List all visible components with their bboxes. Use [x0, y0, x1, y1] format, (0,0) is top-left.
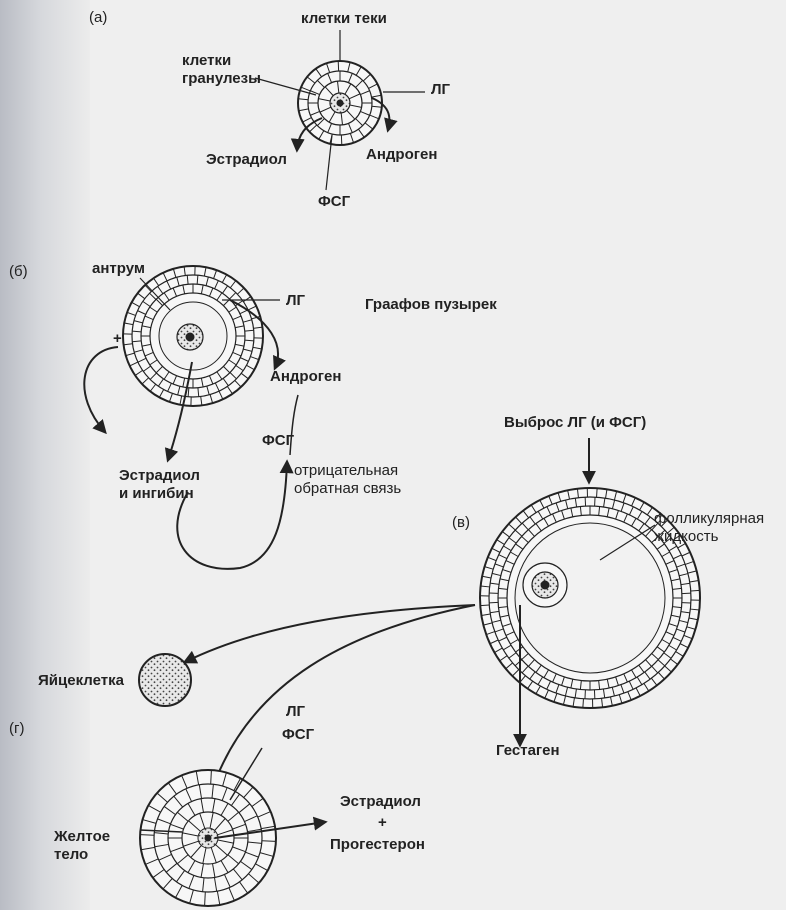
fsh-label-b: ФСГ	[262, 432, 294, 450]
lh-surge-label: Выброс ЛГ (и ФСГ)	[504, 414, 646, 432]
lh-label-a: ЛГ	[431, 81, 450, 99]
androgen-label-a: Андроген	[366, 146, 437, 164]
lh-label-g: ЛГ	[286, 703, 305, 721]
lh-label-b: ЛГ	[286, 292, 305, 310]
gestagen-label: Гестаген	[496, 742, 560, 760]
panel-b-tag: (б)	[9, 263, 28, 281]
corpus-luteum-label: Желтое тело	[54, 828, 110, 864]
panel-g-tag: (г)	[9, 720, 24, 738]
oocyte-label: Яйцеклетка	[38, 672, 124, 690]
plus-label-b: +	[113, 330, 122, 348]
follicular-fluid-label: фолликулярная жидкость	[654, 510, 764, 546]
panel-v-tag: (в)	[452, 514, 470, 532]
graafian-follicle-title: Граафов пузырек	[365, 296, 497, 314]
granulosa-cells-label: клетки гранулезы	[182, 52, 261, 88]
graafian-follicle	[123, 266, 263, 406]
estradiol-inhibin-label: Эстрадиол и ингибин	[119, 467, 200, 503]
theca-cells-label: клетки теки	[301, 10, 387, 28]
primary-follicle	[298, 61, 382, 145]
fsh-label-g: ФСГ	[282, 726, 314, 744]
panel-a-tag: (а)	[89, 9, 107, 27]
arrow-plus-feedback	[84, 347, 118, 432]
plus-label-g: +	[378, 814, 387, 832]
estradiol-label-a: Эстрадиол	[206, 151, 287, 169]
released-oocyte	[139, 654, 191, 706]
androgen-label-b: Андроген	[270, 368, 341, 386]
fsh-label-a: ФСГ	[318, 193, 350, 211]
antrum-label: антрум	[92, 260, 145, 278]
corpus-luteum	[140, 770, 276, 906]
negative-feedback-label: отрицательная обратная связь	[294, 462, 401, 498]
arrow-to-corpus-luteum	[212, 605, 475, 790]
progesterone-label: Прогестерон	[330, 836, 425, 854]
estradiol-label-g: Эстрадиол	[340, 793, 421, 811]
